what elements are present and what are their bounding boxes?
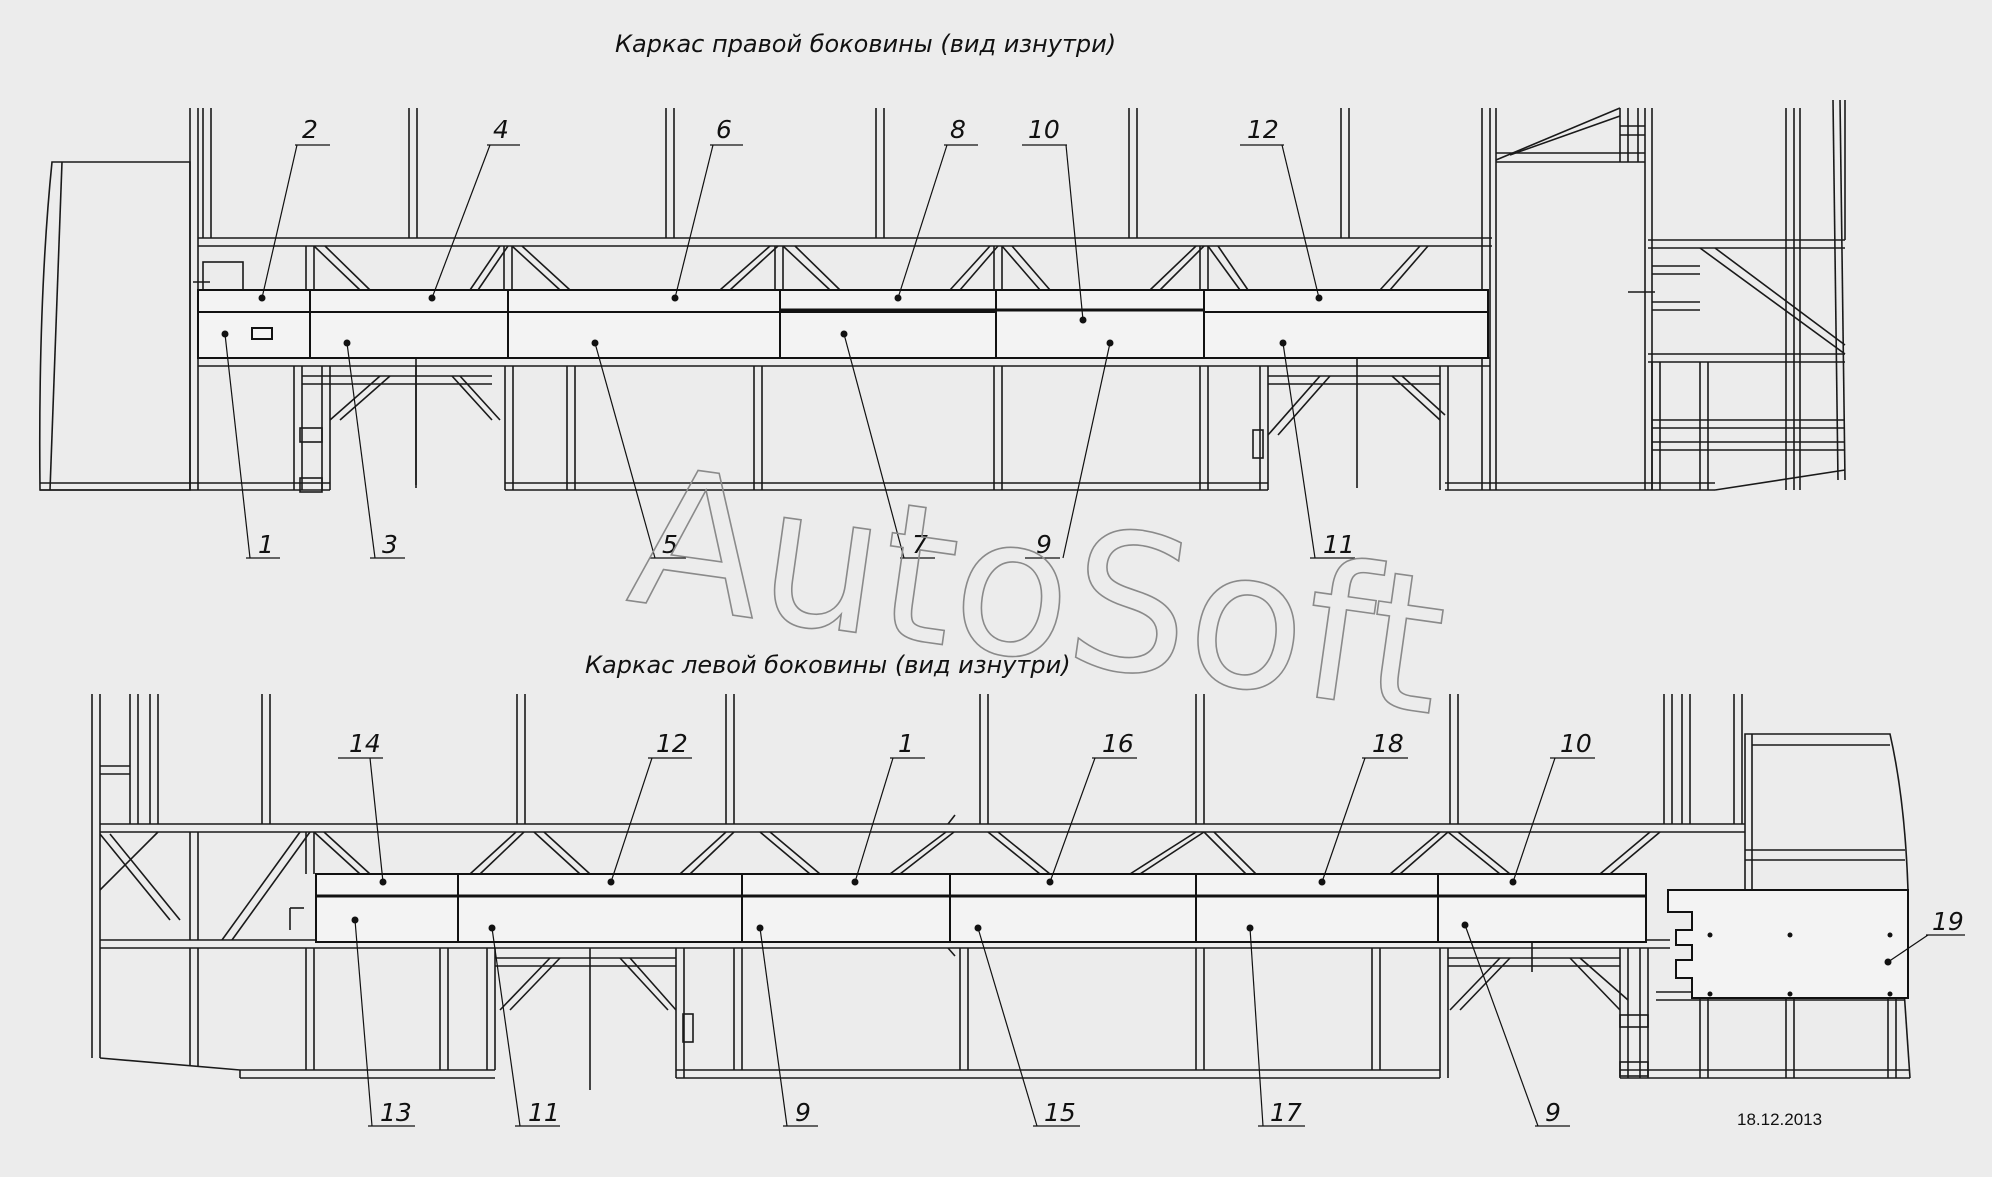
left-side-callouts: 14 12 1 16 18 10 13 11 9 15 17 9 19 (338, 729, 1965, 1127)
panel-15 (949, 895, 1197, 943)
callout-14: 14 (349, 729, 381, 758)
right-side-callouts: 2 4 6 8 10 12 1 3 5 7 9 11 (221, 115, 1355, 559)
watermark: AutoSoft (618, 425, 1458, 759)
panel-3 (309, 311, 509, 359)
left-side-panels (315, 873, 1909, 999)
right-side-panels (197, 289, 1489, 359)
watermark-text: AutoSoft (619, 426, 1458, 758)
panel-2 (197, 289, 311, 313)
callout-10-left: 10 (1560, 729, 1592, 758)
callout-12-left: 12 (656, 729, 688, 758)
callout-6: 6 (716, 115, 732, 144)
callout-12: 12 (1247, 115, 1279, 144)
panel-5 (507, 311, 781, 359)
panel-13 (315, 895, 459, 943)
callout-18: 18 (1372, 729, 1404, 758)
callout-15: 15 (1044, 1098, 1076, 1127)
panel-10-left (1437, 873, 1647, 897)
callout-2: 2 (302, 115, 318, 144)
panel-9-left-a (741, 895, 951, 943)
callout-1: 1 (258, 530, 274, 559)
callout-13: 13 (380, 1098, 412, 1127)
panel-18 (1195, 873, 1439, 897)
panel-16 (949, 873, 1197, 897)
panel-1-left (741, 873, 951, 897)
panel-11-left (457, 895, 743, 943)
callout-10: 10 (1028, 115, 1060, 144)
title-right-side-frame: Каркас правой боковины (вид изнутри) (615, 30, 1116, 58)
callout-9-left-a: 9 (795, 1098, 811, 1127)
callout-3: 3 (382, 530, 398, 559)
callout-19: 19 (1932, 907, 1964, 936)
panel-12-left (457, 873, 743, 897)
front-cab-outline (38, 161, 191, 491)
callout-11-left: 11 (528, 1098, 560, 1127)
panel-9-left-b (1437, 895, 1647, 943)
panel-1-slot (251, 327, 273, 340)
callout-8: 8 (950, 115, 966, 144)
rear-cab-outline (1744, 733, 1909, 891)
callout-17: 17 (1270, 1098, 1302, 1127)
drawing-date: 18.12.2013 (1737, 1110, 1822, 1129)
callout-5: 5 (662, 530, 678, 559)
panel-11 (1203, 311, 1489, 359)
callout-7: 7 (912, 530, 928, 559)
title-left-side-frame: Каркас левой боковины (вид изнутри) (585, 651, 1071, 679)
panel-6 (507, 289, 781, 313)
right-side-frame (38, 99, 1846, 493)
panel-19 (1667, 889, 1909, 999)
panel-14 (315, 873, 459, 897)
callout-4: 4 (493, 115, 509, 144)
panel-4 (309, 289, 509, 313)
callout-9: 9 (1036, 530, 1052, 559)
panel-17 (1195, 895, 1439, 943)
callout-9-left-b: 9 (1545, 1098, 1561, 1127)
panel-7 (779, 311, 997, 359)
callout-1-left: 1 (898, 729, 914, 758)
panel-12 (1203, 289, 1489, 313)
callout-16: 16 (1102, 729, 1134, 758)
callout-11: 11 (1323, 530, 1355, 559)
panel-10-9 (995, 289, 1205, 359)
